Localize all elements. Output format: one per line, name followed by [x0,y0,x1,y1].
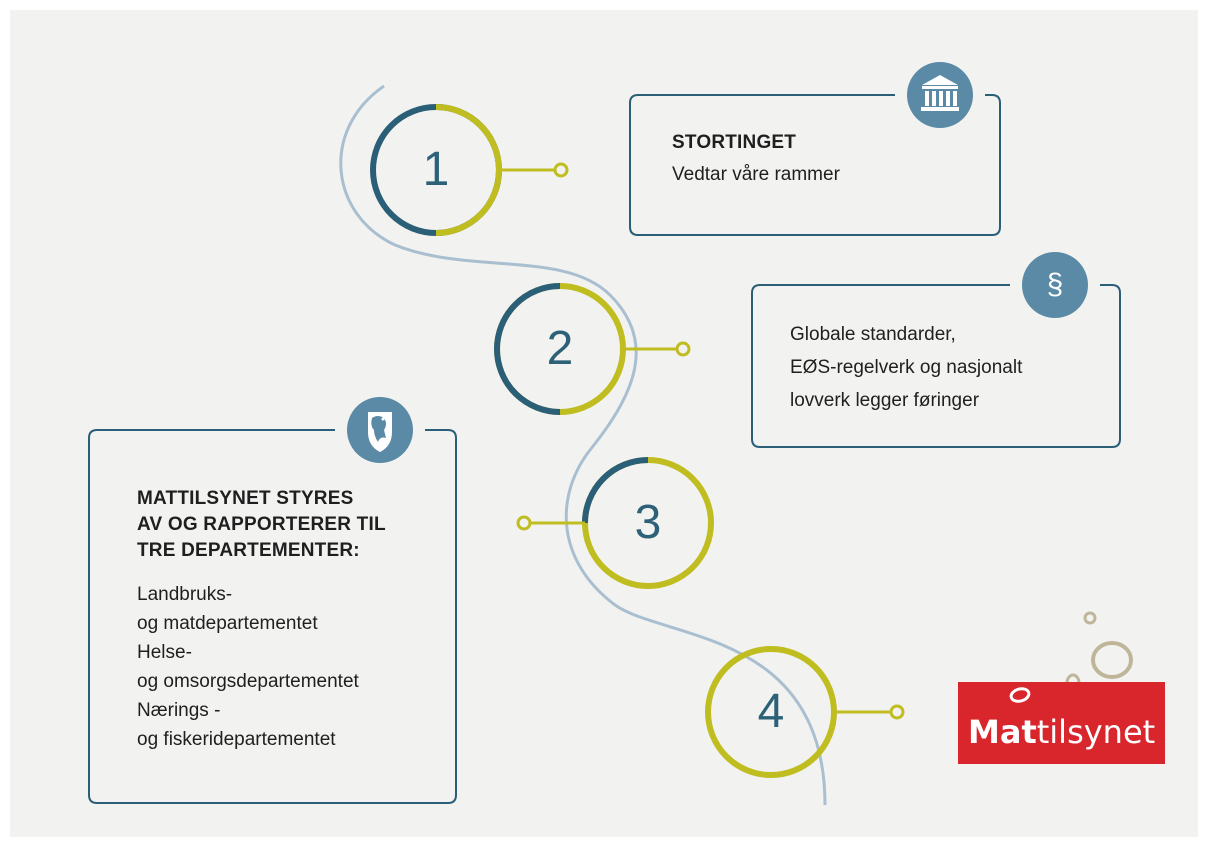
departementer-box-border [88,429,457,804]
winding-path [339,84,827,806]
departement-item: og matdepartementet [137,613,318,634]
step-number-3: 3 [634,496,662,549]
step-number-1: 1 [422,143,450,196]
departementer-title-line-3: TRE DEPARTEMENTER: [137,540,360,561]
mattilsynet-logo [958,611,1165,764]
regelverk-line-1: Globale standarder, [790,324,956,345]
stortinget-box-border [629,94,1001,236]
regelverk-line-3: lovverk legger føringer [790,390,980,411]
norwegian-lion-crest-icon [347,397,413,463]
logo-wordmark-rest: tilsynet [1036,713,1156,751]
logo-wordmark: Mattilsynet [968,712,1155,752]
step-2-ring [494,283,691,415]
departementer-title-line-1: MATTILSYNET STYRES [137,488,354,509]
step-3-ring [516,457,714,589]
paragraph-section-icon: § [1046,268,1064,301]
departement-item: Landbruks- [137,584,233,605]
parliament-building-icon [907,62,973,128]
departement-item: og omsorgsdepartementet [137,671,359,692]
step-1-ring [370,104,569,236]
regelverk-box-border [751,284,1121,448]
departement-item: Helse- [137,642,192,663]
regelverk-line-2: EØS-regelverk og nasjonalt [790,357,1023,378]
step-number-4: 4 [757,685,785,738]
paragraph-section-icon-circle [1022,252,1088,318]
departementer-title-line-2: AV OG RAPPORTERER TIL [137,514,386,535]
departement-item: Nærings - [137,700,221,721]
stortinget-body: Vedtar våre rammer [672,164,840,185]
departement-item: og fiskeridepartementet [137,729,336,750]
stortinget-title: STORTINGET [672,132,797,153]
step-4-ring [705,646,905,778]
step-number-2: 2 [546,322,574,375]
logo-wordmark-bold: Mat [968,713,1037,751]
